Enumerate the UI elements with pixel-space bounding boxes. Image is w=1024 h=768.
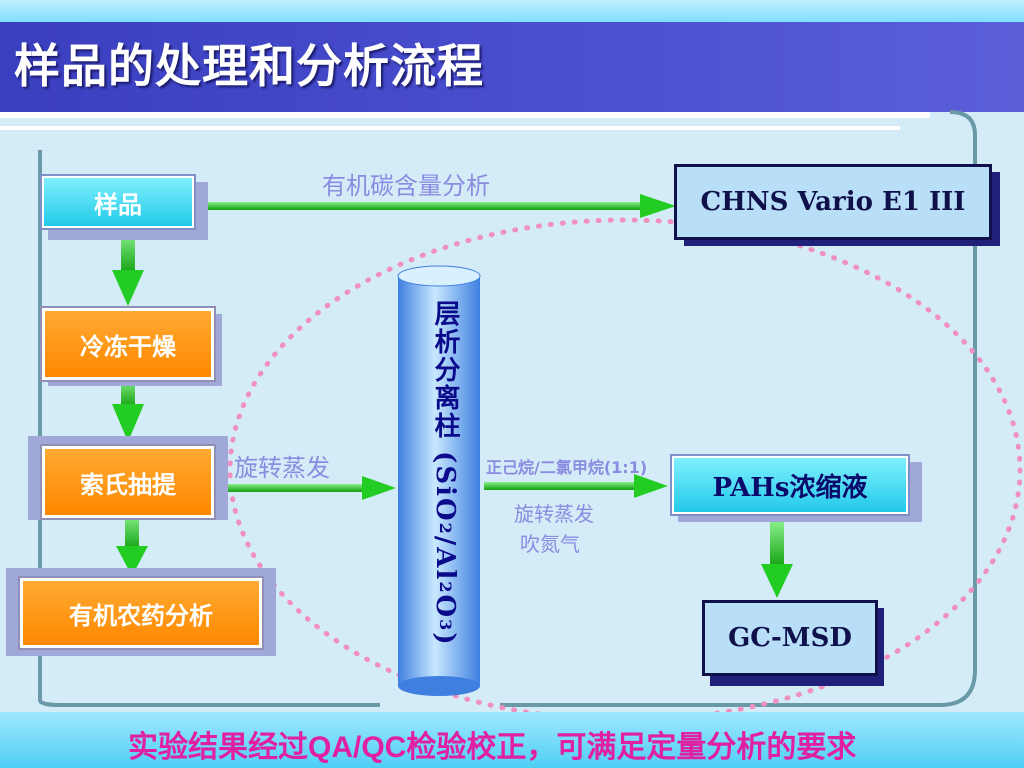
chromatography-column — [397, 265, 481, 696]
soxhlet-box: 索氏抽提 — [40, 444, 216, 520]
organic-carbon-label: 有机碳含量分析 — [322, 172, 490, 200]
arrow-sample-to-freeze — [112, 232, 144, 306]
footer-note: 实验结果经过QA/QC检验校正，可满足定量分析的要求 — [128, 730, 857, 765]
pahs-box: PAHs浓缩液 — [670, 454, 910, 516]
top-strip — [0, 0, 1024, 22]
arrow-soxhlet-to-pesticide — [116, 514, 148, 576]
frame-line — [38, 150, 380, 707]
bottom-strip — [0, 712, 1024, 768]
sample-box: 样品 — [40, 174, 196, 230]
arrow-pahs-to-gcmsd — [761, 522, 793, 598]
gcmsd-box: GC-MSD — [702, 600, 878, 676]
arrow-soxhlet-to-column — [224, 476, 396, 500]
column-label: 层析分离柱 (SiO2/Al2O3) — [430, 300, 460, 647]
arrow-sample-to-chns — [196, 194, 676, 218]
nitrogen-label: 吹氮气 — [520, 532, 580, 556]
arrow-freeze-to-soxhlet — [112, 378, 144, 442]
rotary-evap-label-1: 旋转蒸发 — [234, 454, 330, 482]
dotted-ellipse — [227, 217, 1023, 723]
solvent-label: 正己烷/二氯甲烷(1:1) — [486, 458, 648, 477]
freeze-dry-box: 冷冻干燥 — [40, 306, 216, 382]
white-divider — [0, 126, 900, 130]
pesticide-box: 有机农药分析 — [18, 576, 264, 650]
white-divider — [0, 112, 930, 118]
frame-line — [500, 110, 977, 707]
chns-box: CHNS Vario E1 III — [674, 164, 992, 240]
arrow-column-to-pahs — [484, 474, 668, 498]
title-band — [0, 22, 1024, 112]
page-title: 样品的处理和分析流程 — [14, 39, 484, 93]
rotary-evap-label-2: 旋转蒸发 — [514, 502, 594, 526]
